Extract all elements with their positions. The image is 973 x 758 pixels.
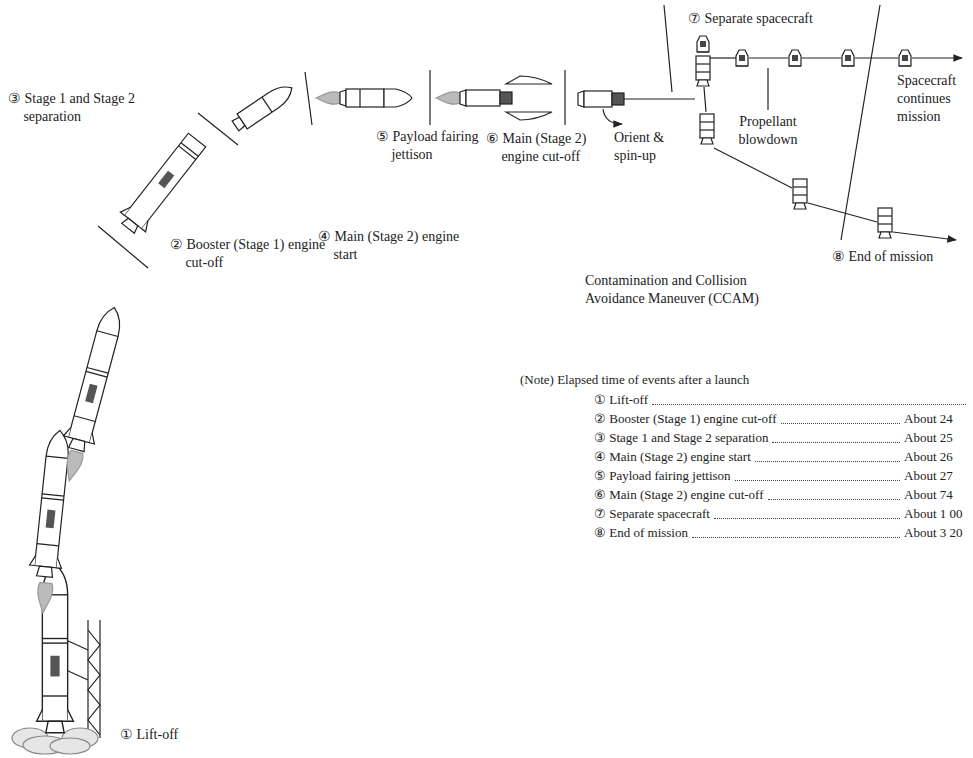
event-label: ① Lift-off <box>120 726 178 744</box>
spent-stage <box>878 208 892 238</box>
note-time: About 74 <box>904 487 953 504</box>
leader-dots <box>772 442 900 443</box>
note-time: About 3 20 <box>904 525 963 542</box>
note-time: About 25 <box>904 430 953 447</box>
trajectory <box>912 57 962 58</box>
spacecraft <box>697 36 709 52</box>
leader-dots <box>652 404 966 405</box>
leader-dots <box>755 461 900 462</box>
note-heading: (Note) Elapsed time of events after a la… <box>520 372 749 389</box>
note-time: About 1 00 <box>904 506 963 523</box>
leader-dots <box>735 480 900 481</box>
note-time: About 27 <box>904 468 953 485</box>
event-divider <box>98 226 148 268</box>
stage-1 <box>115 130 209 238</box>
trajectory <box>855 57 898 58</box>
note-event: ① Lift-off <box>594 392 648 409</box>
note-event: ④ Main (Stage 2) engine start <box>594 449 751 466</box>
event-label: ④ Main (Stage 2) engine start <box>318 228 468 264</box>
fairing-jettison <box>436 76 552 120</box>
stage-2-fairing <box>230 80 296 133</box>
spacecraft <box>736 50 748 66</box>
event-note: Spacecraft continues mission <box>897 72 967 127</box>
stage-2-coast <box>578 91 695 124</box>
trajectory <box>710 57 736 58</box>
event-label: ⑥ Main (Stage 2) engine cut-off <box>486 130 626 166</box>
spacecraft <box>789 50 801 66</box>
event-label: ⑧ End of mission <box>832 248 933 266</box>
stage-2-burning <box>316 89 412 107</box>
plume <box>62 450 84 483</box>
note-event: ⑧ End of mission <box>594 525 688 542</box>
trajectory <box>802 57 841 58</box>
event-divider <box>664 5 672 92</box>
event-divider <box>564 70 565 125</box>
event-label: ⑦ Separate spacecraft <box>688 10 813 28</box>
plume <box>36 582 54 613</box>
leader-dots <box>768 499 900 500</box>
event-divider <box>305 72 312 125</box>
leader-dots <box>781 423 900 424</box>
trajectory <box>893 232 956 240</box>
event-divider <box>429 70 430 125</box>
event-note: Contamination and Collision Avoidance Ma… <box>585 272 800 308</box>
note-event: ③ Stage 1 and Stage 2 separation <box>594 430 768 447</box>
spacecraft <box>899 50 911 66</box>
spent-stage <box>793 179 807 209</box>
note-time: About 26 <box>904 449 953 466</box>
note-time: About 24 <box>904 411 953 428</box>
trajectory <box>808 203 877 222</box>
spacecraft <box>842 50 854 66</box>
spent-stage <box>696 56 710 86</box>
note-event: ② Booster (Stage 1) engine cut-off <box>594 411 777 428</box>
rocket <box>29 429 76 579</box>
event-divider <box>767 68 768 110</box>
spent-stage <box>700 114 714 144</box>
trajectory <box>714 148 792 188</box>
leader-dots <box>714 518 900 519</box>
event-note: Propellant blowdown <box>728 113 808 149</box>
leader-dots <box>692 537 900 538</box>
event-divider <box>841 5 880 240</box>
event-divider <box>198 113 238 145</box>
rocket <box>61 303 130 453</box>
note-event: ⑥ Main (Stage 2) engine cut-off <box>594 487 764 504</box>
event-label: ② Booster (Stage 1) engine cut-off <box>170 236 325 272</box>
note-event: ⑤ Payload fairing jettison <box>594 468 731 485</box>
event-note: Orient & spin-up <box>614 129 672 165</box>
trajectory <box>749 57 788 58</box>
event-label: ③ Stage 1 and Stage 2 separation <box>8 90 188 126</box>
trajectory <box>704 87 706 112</box>
note-event: ⑦ Separate spacecraft <box>594 506 710 523</box>
